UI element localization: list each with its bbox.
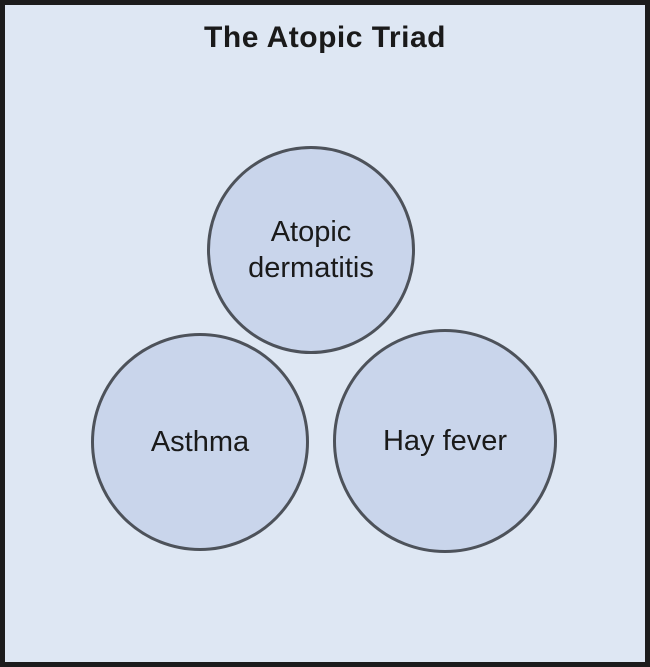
circle-atopic-dermatitis: Atopic dermatitis [207,146,415,354]
diagram-title: The Atopic Triad [204,21,446,54]
circle-label-atopic-dermatitis: Atopic dermatitis [248,215,374,284]
circle-label-asthma: Asthma [150,425,250,458]
circle-asthma: Asthma [91,333,309,551]
circle-label-hay-fever: Hay fever [382,424,508,457]
circle-hay-fever: Hay fever [333,329,557,553]
